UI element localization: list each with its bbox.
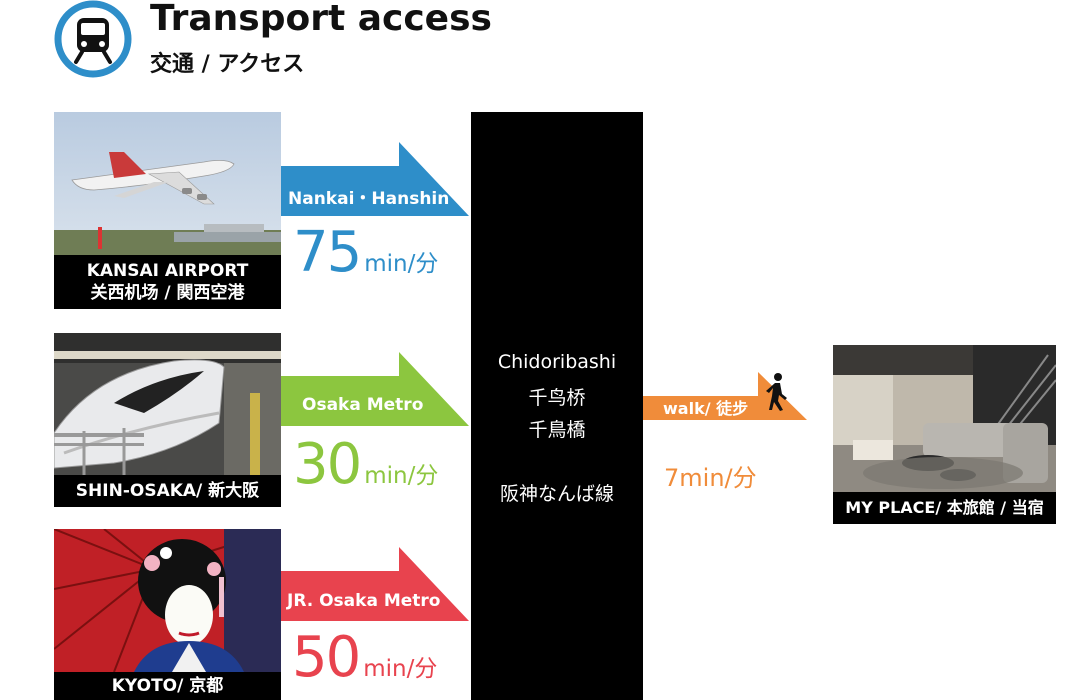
duration-unit: min/分 [363,656,438,682]
page-subtitle: 交通 / アクセス [150,52,305,77]
train-icon [54,0,132,78]
bullet-train-photo [54,333,281,475]
route-line-label: Nankai・Hanshin [288,189,450,209]
origin-caption-kyoto: KYOTO/ 京都 [54,672,281,700]
duration-unit: min/分 [364,463,439,489]
route-arrow-blue [281,142,469,216]
destination-label: MY PLACE/ 本旅館 / 当宿 [845,498,1044,517]
duration-minutes: 30 [293,432,362,497]
station-name-ja: 千鳥橋 [528,419,586,441]
airplane-photo [54,112,281,255]
origin-caption-shin-osaka: SHIN-OSAKA/ 新大阪 [54,475,281,507]
station-name-en: Chidoribashi [497,351,617,373]
station-column [471,112,643,700]
walk-arrow [643,372,807,420]
route-arrow-red [281,547,469,621]
origin-label-en: KANSAI AIRPORT [86,261,249,281]
station-railway-line: 阪神なんば線 [499,483,614,505]
route-line-label: Osaka Metro [302,395,424,415]
duration-minutes: 50 [292,625,361,690]
origin-label-en: SHIN-OSAKA/ 新大阪 [75,481,260,501]
page-title: Transport access [150,0,492,39]
destination-caption: MY PLACE/ 本旅館 / 当宿 [833,492,1056,524]
living-room-photo [833,345,1056,492]
station-name-zh: 千鸟桥 [528,387,586,409]
origin-label-en: KYOTO/ 京都 [111,676,224,696]
walking-person-icon [766,373,787,411]
duration-unit: min/分 [364,251,439,277]
origin-label-local: 关西机场 / 関西空港 [90,283,245,303]
walk-label: walk/ 徒步 [663,399,749,418]
geisha-photo [54,529,281,672]
route-line-label: JR. Osaka Metro [287,591,441,611]
walk-duration: 7min/分 [664,464,757,492]
route-arrow-green [281,352,469,426]
duration-minutes: 75 [293,220,362,285]
origin-caption-kansai: KANSAI AIRPORT 关西机场 / 関西空港 [54,255,281,309]
